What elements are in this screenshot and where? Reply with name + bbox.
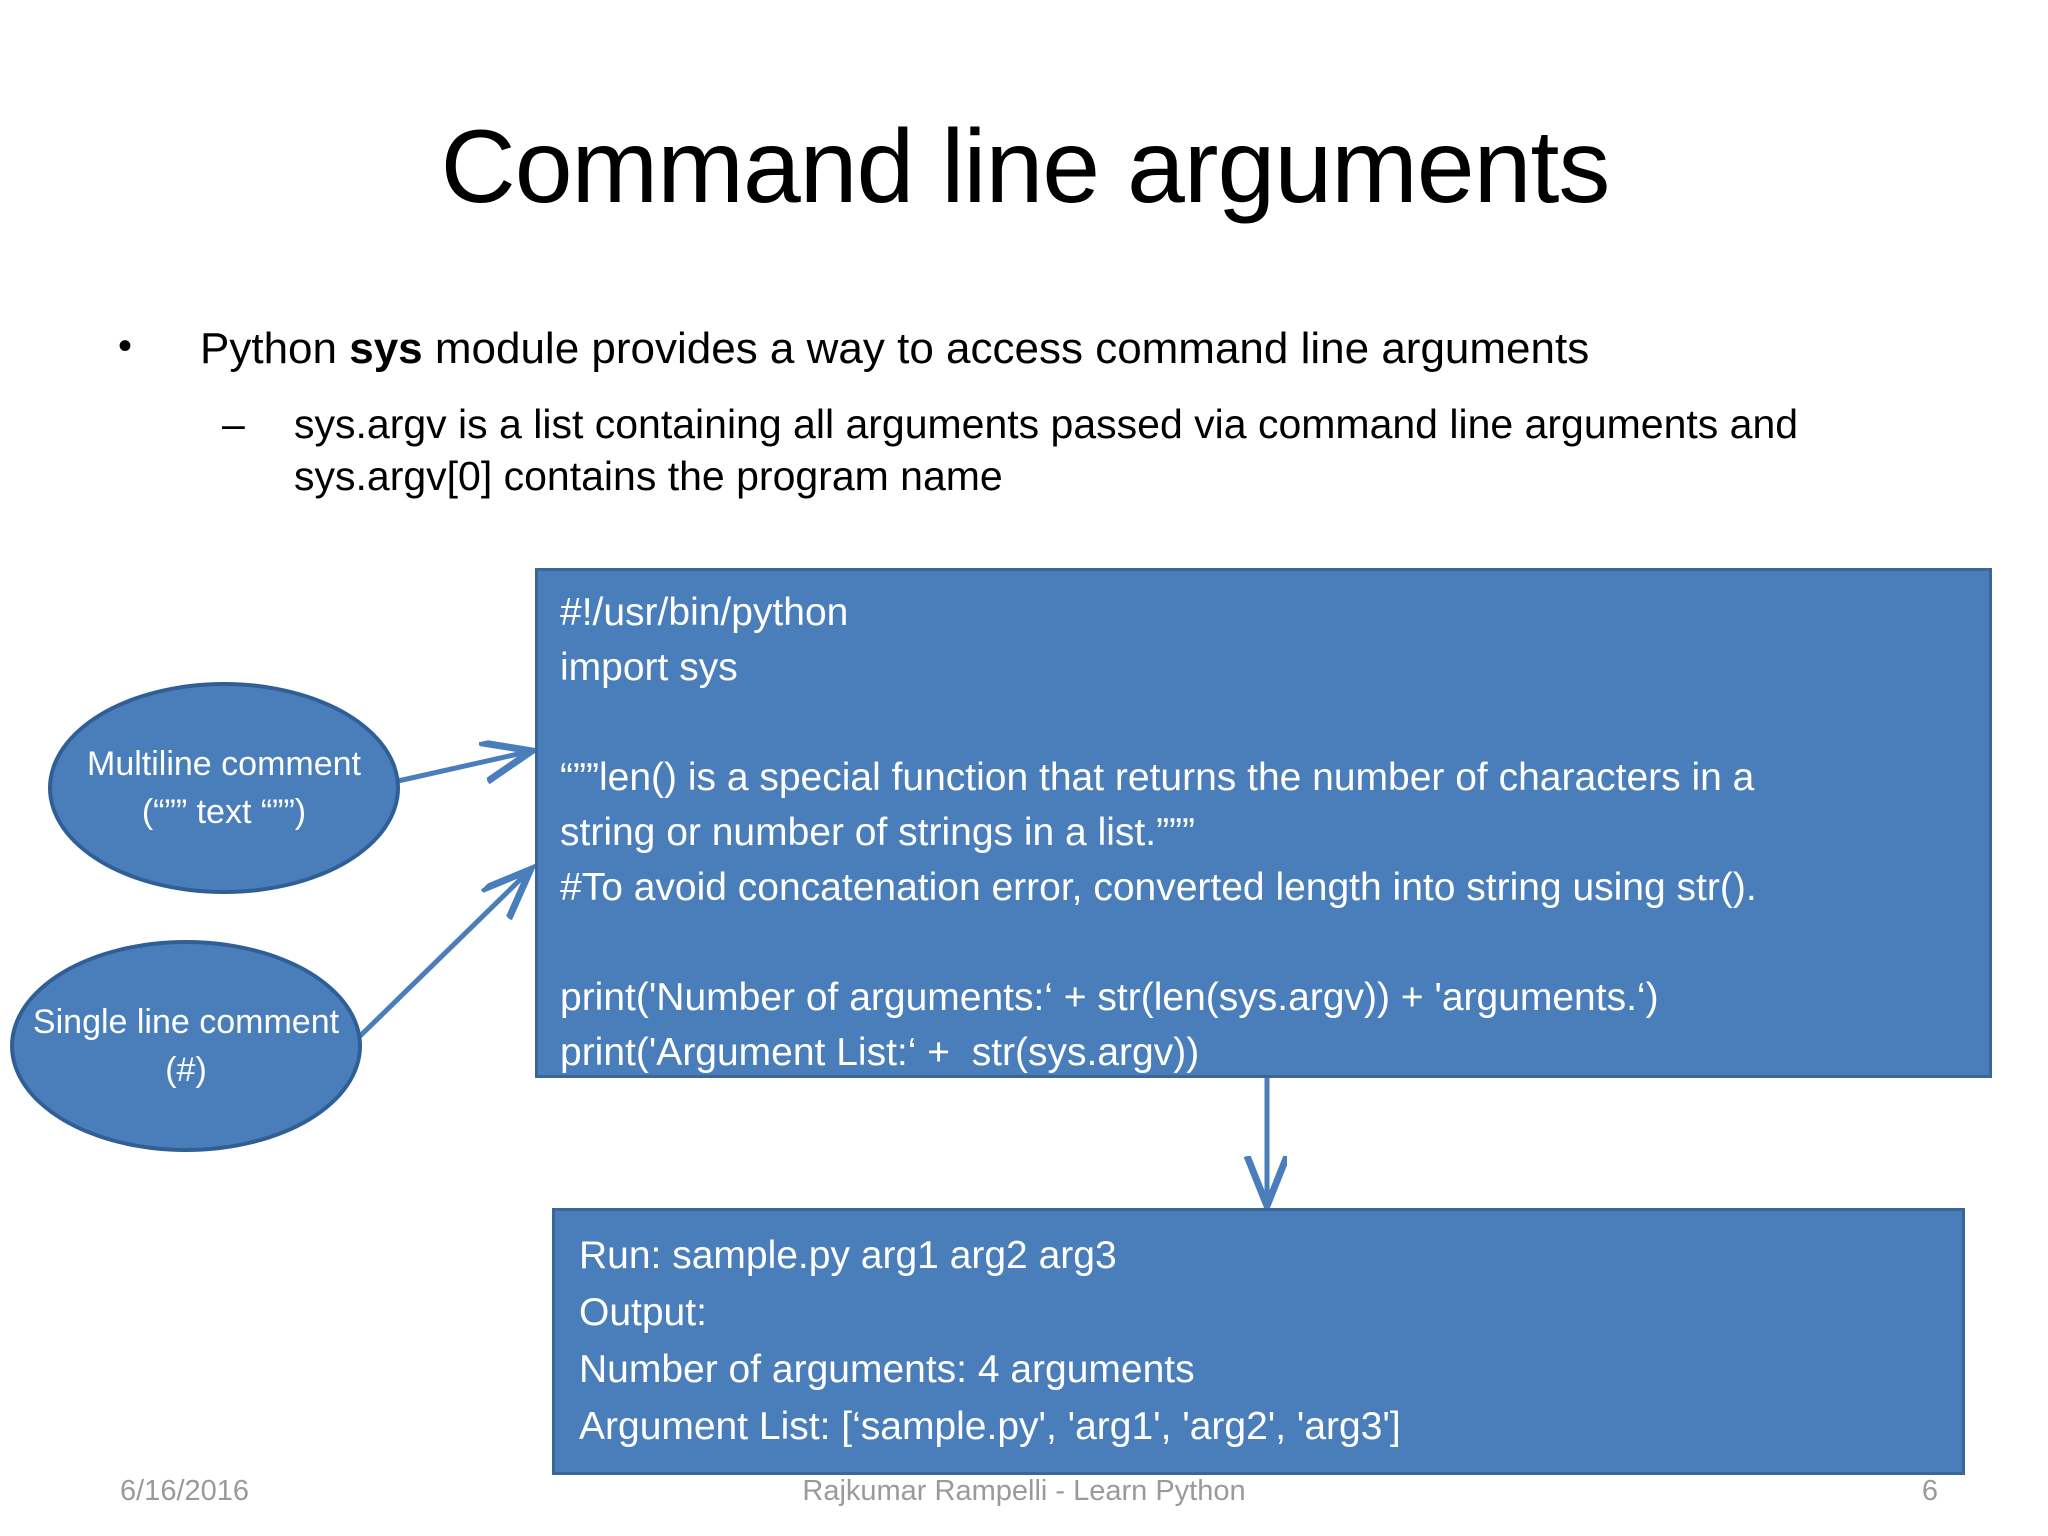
bullet-level-2-text: sys.argv is a list containing all argume… [294,401,1799,500]
output-line: Argument List: [‘sample.py', 'arg1', 'ar… [579,1405,1401,1448]
callout-single-label: Single line comment (#) [32,1003,340,1089]
code-line: #To avoid concatenation error, converted… [560,866,1757,909]
code-line: print('Argument List:‘ + str(sys.argv)) [560,1031,1200,1074]
bullet-text-after-bold: module provides a way to access command … [422,324,1590,373]
dash-marker-icon: – [222,401,245,447]
bullet-level-1-text: Python sys module provides a way to acce… [200,322,1958,376]
output-line: Number of arguments: 4 arguments [579,1348,1195,1391]
bullet-text-before-bold: Python [200,324,350,373]
code-line: import sys [560,646,738,689]
code-line: “””len() is a special function that retu… [560,756,1755,799]
code-block: #!/usr/bin/python import sys “””len() is… [535,568,1992,1078]
callout-single-line-comment: Single line comment (#) [10,940,362,1152]
output-line: Output: [579,1291,707,1334]
code-line: #!/usr/bin/python [560,591,849,634]
callout-multiline-label: Multiline comment (“”” text “””) [87,745,361,831]
footer-center-text: Rajkumar Rampelli - Learn Python [802,1475,1246,1507]
arrow-single-to-code [354,873,527,1042]
callout-multiline-comment: Multiline comment (“”” text “””) [48,682,400,894]
code-line-blank [560,695,1967,750]
output-line: Run: sample.py arg1 arg2 arg3 [579,1234,1117,1277]
code-line-blank [560,915,1967,970]
code-line: string or number of strings in a list.””… [560,811,1196,854]
bullet-marker-icon: • [118,324,133,368]
output-block: Run: sample.py arg1 arg2 arg3 Output: Nu… [552,1208,1965,1475]
arrow-multiline-to-code [397,752,527,781]
footer-date: 6/16/2016 [120,1475,250,1507]
bullet-level-1: • Python sys module provides a way to ac… [118,322,1958,376]
footer-page-number: 6 [1921,1475,1938,1507]
page-title: Command line arguments [440,109,1611,225]
bullet-level-2: – sys.argv is a list containing all argu… [222,398,1972,503]
code-line: print('Number of arguments:‘ + str(len(s… [560,976,1659,1019]
bullet-text-bold-sys: sys [349,324,423,373]
